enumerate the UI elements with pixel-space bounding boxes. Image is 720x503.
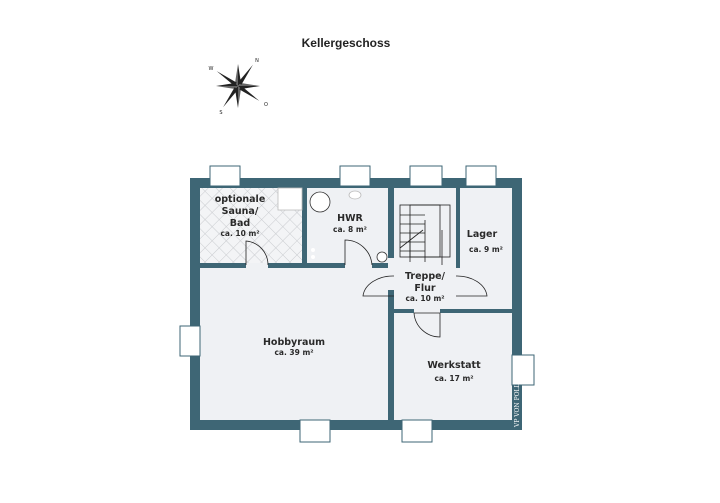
room-treppe-flur: Treppe/ Flur ca. 10 m² (405, 271, 446, 303)
fixtures (277, 187, 388, 263)
svg-text:ca. 9 m²: ca. 9 m² (469, 245, 503, 254)
watermark-logo: VP VON POLL (514, 383, 521, 428)
svg-text:ca. 10 m²: ca. 10 m² (220, 229, 259, 238)
compass-east: O (264, 102, 268, 108)
svg-text:ca. 17 m²: ca. 17 m² (434, 374, 473, 383)
svg-text:ca. 8 m²: ca. 8 m² (333, 225, 367, 234)
compass-south: S (219, 110, 222, 116)
room-hobbyraum: Hobbyraum ca. 39 m² (263, 337, 325, 357)
compass-rose-icon: N O S W (209, 58, 269, 116)
compass-west: W (209, 66, 214, 72)
svg-text:Werkstatt: Werkstatt (427, 360, 481, 371)
room-sauna: optionale Sauna/ Bad ca. 10 m² (215, 194, 266, 238)
svg-text:Flur: Flur (414, 283, 436, 294)
room-werkstatt: Werkstatt ca. 17 m² (427, 360, 481, 383)
svg-text:Bad: Bad (230, 218, 250, 229)
svg-text:ca. 10 m²: ca. 10 m² (405, 294, 444, 303)
svg-text:HWR: HWR (337, 213, 363, 224)
svg-text:ca. 39 m²: ca. 39 m² (274, 348, 313, 357)
svg-text:Hobbyraum: Hobbyraum (263, 337, 325, 348)
room-lager: Lager ca. 9 m² (467, 229, 503, 254)
compass-north: N (255, 58, 259, 64)
svg-text:optionale: optionale (215, 194, 266, 205)
plan-title: Kellergeschoss (301, 36, 391, 50)
doors (245, 239, 488, 338)
room-hwr: HWR ca. 8 m² (333, 213, 367, 234)
svg-text:Lager: Lager (467, 229, 498, 240)
staircase-icon (399, 204, 451, 265)
windows (179, 165, 535, 443)
svg-text:Sauna/: Sauna/ (222, 206, 259, 217)
svg-text:Treppe/: Treppe/ (405, 271, 446, 282)
interior-walls (200, 178, 512, 420)
